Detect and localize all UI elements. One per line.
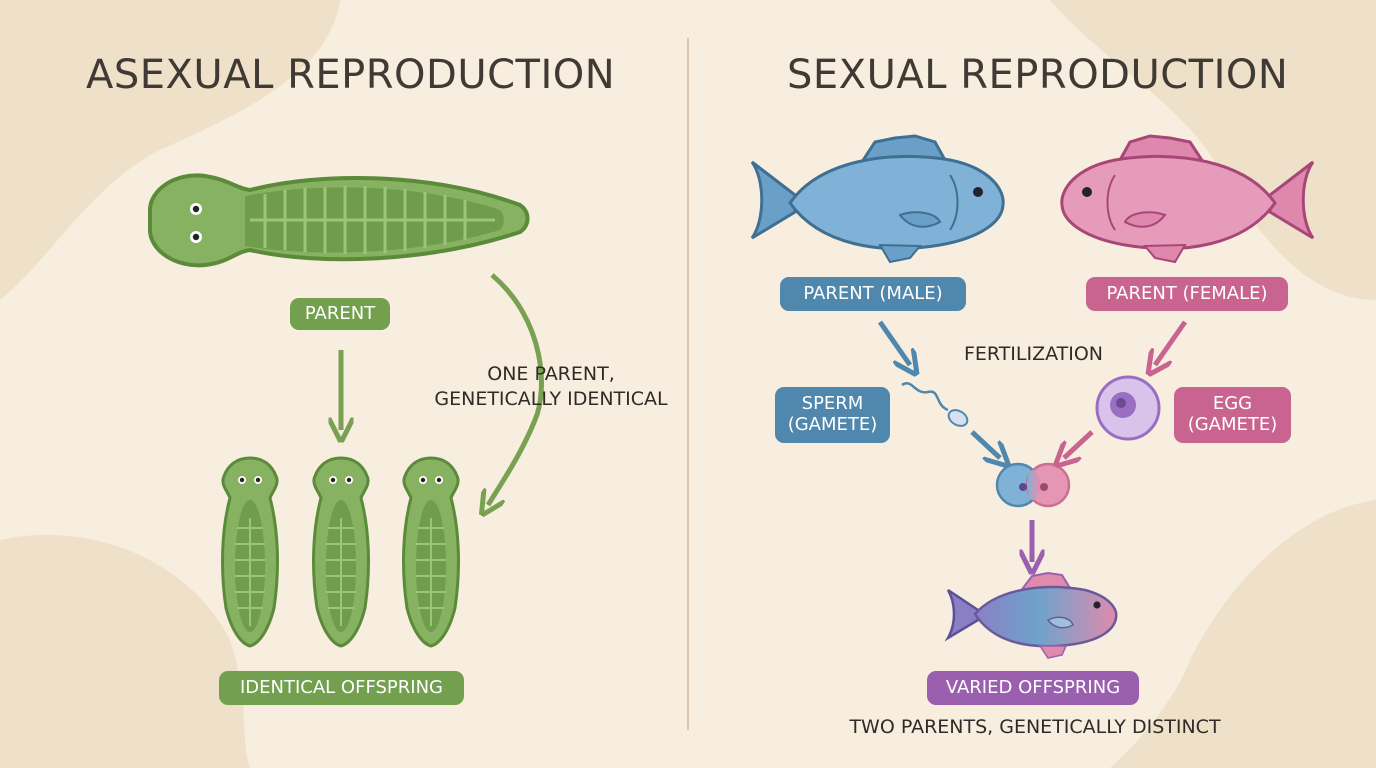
- zygote-illustration: [995, 462, 1071, 508]
- sperm-label: SPERM (GAMETE): [775, 387, 890, 443]
- offspring-fish-illustration: [944, 571, 1118, 659]
- sexual-note: TWO PARENTS, GENETICALLY DISTINCT: [849, 716, 1221, 738]
- parent-label: PARENT: [290, 298, 390, 330]
- asexual-note: ONE PARENT, GENETICALLY IDENTICAL: [434, 363, 668, 410]
- sperm-to-zygote-arrow: [970, 430, 1000, 458]
- male-down-arrow: [877, 320, 910, 365]
- fertilization-label: FERTILIZATION: [963, 343, 1104, 365]
- male-fish-illustration: [750, 134, 1005, 264]
- sexual-title: SEXUAL REPRODUCTION: [787, 52, 1289, 98]
- parent-female-label: PARENT (FEMALE): [1086, 277, 1288, 311]
- parent-flatworm-illustration: [148, 173, 530, 268]
- female-down-arrow: [1155, 320, 1188, 365]
- egg-to-zygote-arrow: [1064, 430, 1094, 458]
- identical-offspring-label: IDENTICAL OFFSPRING: [219, 671, 464, 705]
- female-fish-illustration: [1060, 134, 1315, 264]
- sperm-illustration: [901, 382, 969, 427]
- center-divider: [687, 38, 689, 730]
- egg-label: EGG (GAMETE): [1174, 387, 1291, 443]
- curved-arrow-green: [488, 273, 544, 505]
- offspring-worms-illustration: [221, 456, 460, 648]
- parent-male-label: PARENT (MALE): [780, 277, 966, 311]
- egg-illustration: [1095, 375, 1161, 441]
- varied-offspring-label: VARIED OFFSPRING: [927, 671, 1139, 705]
- asexual-title: ASEXUAL REPRODUCTION: [86, 52, 616, 98]
